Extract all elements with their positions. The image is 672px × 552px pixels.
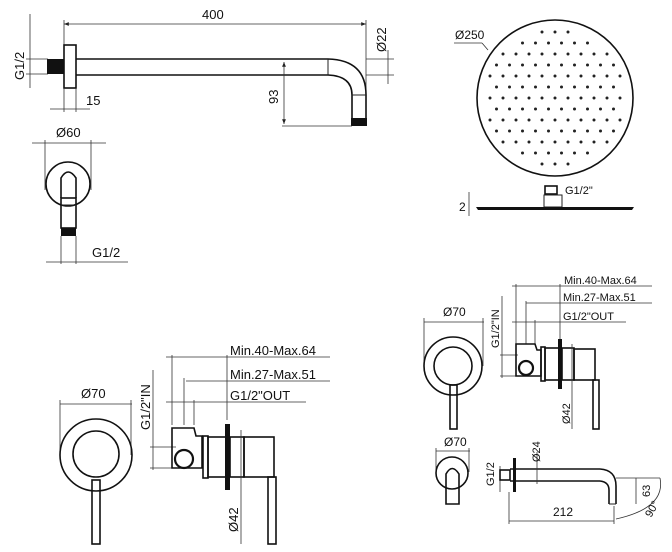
head-diameter-label: Ø250 <box>455 28 485 42</box>
left-outlet-label: G1/2"OUT <box>230 388 290 403</box>
flange-thickness-label: 15 <box>86 93 100 108</box>
spout-thread-label: G1/2 <box>485 462 497 486</box>
left-depth-max-label: Min.40-Max.64 <box>230 343 316 358</box>
left-depth-min-label: Min.27-Max.51 <box>230 367 316 382</box>
arm-thread-label: G1/2 <box>12 52 27 80</box>
arm-diameter-label: Ø22 <box>374 27 389 52</box>
flange-diameter-label: Ø60 <box>56 125 81 140</box>
mixer-left-front-view: Ø70 <box>59 386 133 545</box>
spout-drop-label: 63 <box>641 485 653 497</box>
spray-nozzles <box>488 30 622 166</box>
spout-plate-diameter-label: Ø70 <box>444 435 467 449</box>
head-connection-label: G1/2" <box>565 185 593 197</box>
mixer-right-front-view: Ø70 <box>423 305 484 430</box>
right-body-diameter-label: Ø42 <box>561 403 573 424</box>
mixer-right-side-view: Min.40-Max.64 Min.27-Max.51 G1/2"OUT G1/… <box>490 275 652 430</box>
right-outlet-label: G1/2"OUT <box>563 311 614 323</box>
right-depth-min-label: Min.27-Max.51 <box>563 292 636 304</box>
mixer-left-side-view: Min.40-Max.64 Min.27-Max.51 G1/2"OUT G1/… <box>138 343 330 545</box>
thread-connector <box>47 59 64 74</box>
shower-arm-front-view: Ø60 G1/2 <box>32 125 128 264</box>
left-body-diameter-label: Ø42 <box>226 507 241 532</box>
right-inlet-label: G1/2"IN <box>490 309 502 348</box>
spout-length-label: 212 <box>553 505 573 519</box>
right-plate-diameter-label: Ø70 <box>443 305 466 319</box>
left-inlet-label: G1/2"IN <box>138 384 153 430</box>
left-plate-diameter-label: Ø70 <box>81 386 106 401</box>
right-depth-max-label: Min.40-Max.64 <box>564 275 637 287</box>
spout-side-view: G1/2 Ø24 212 63 90° <box>485 441 662 524</box>
spout-front-view: Ø70 <box>435 435 470 505</box>
arm-drop-label: 93 <box>266 90 281 104</box>
front-thread-label: G1/2 <box>92 245 120 260</box>
spout-pipe-diameter-label: Ø24 <box>531 441 543 462</box>
arm-length-label: 400 <box>202 7 224 22</box>
head-thickness-label: 2 <box>459 200 466 214</box>
shower-head-top-view: Ø250 <box>454 19 634 177</box>
shower-head-side-view: G1/2" 2 <box>459 185 634 216</box>
shower-arm-side-view: 400 G1/2 Ø22 93 15 <box>12 7 394 127</box>
spout-angle-label: 90° <box>643 499 662 519</box>
